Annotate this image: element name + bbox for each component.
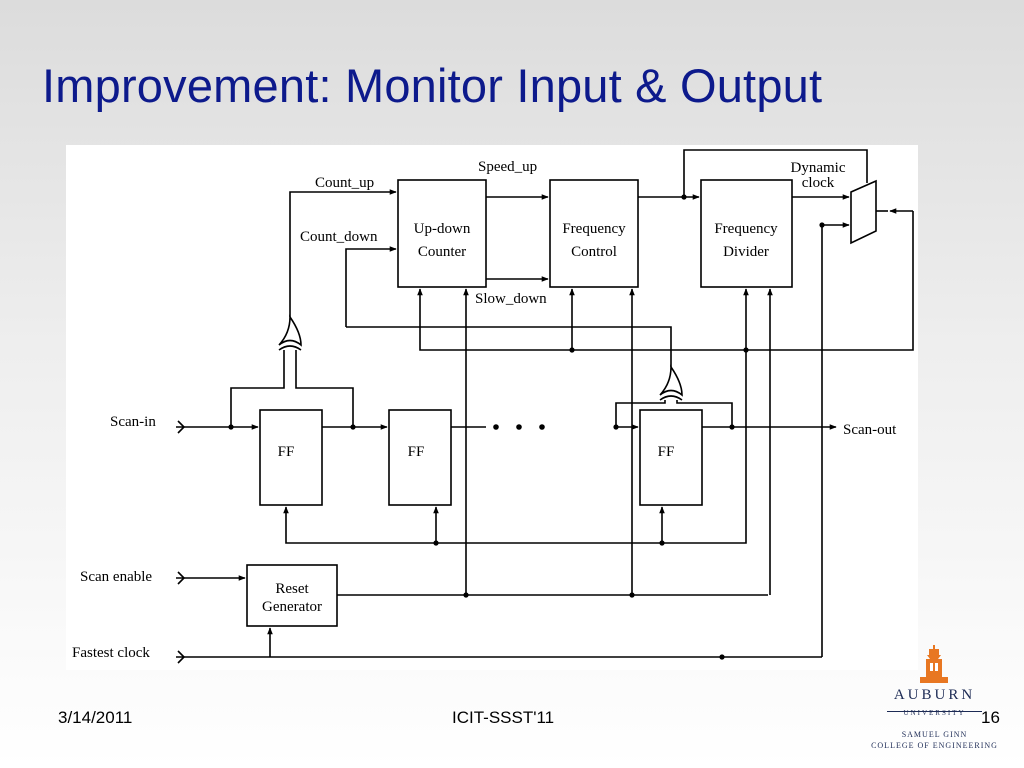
mux [850,179,877,245]
auburn-logo: AUBURN UNIVERSITY SAMUEL GINN COLLEGE OF… [862,645,1007,760]
fastest-clock-label: Fastest clock [72,645,150,661]
scan-in-label: Scan-in [110,414,156,430]
scan-enable-label: Scan enable [80,569,152,585]
reset-generator-label: Reset [275,581,309,597]
frequency-control-label: Frequency [562,221,626,237]
dynamic-clock-label: clock [802,175,835,191]
logo-university: UNIVERSITY [903,709,966,717]
ff-label: FF [278,444,295,460]
circuit-diagram: Up-down Counter Frequency Control Freque… [66,145,918,670]
scan-out-label: Scan-out [843,422,897,438]
tower-icon [920,645,948,683]
updown-counter-label: Up-down [414,221,471,237]
logo-rule [887,711,982,712]
frequency-divider-block [700,179,793,288]
slide-date: 3/14/2011 [58,708,133,727]
updown-counter-block [397,179,487,288]
count-up-label: Count_up [315,175,374,191]
xor-gate-2 [659,364,683,397]
ff-block-1 [259,409,323,506]
xor-gate-1 [278,314,302,347]
dynamic-clock-label: Dynamic [791,160,846,176]
updown-counter-label: Counter [418,244,466,260]
speed-up-label: Speed_up [478,159,537,175]
page-number: 16 [981,708,1000,727]
frequency-control-label: Control [571,244,617,260]
logo-name: AUBURN [893,687,976,703]
slide-title: Improvement: Monitor Input & Output [42,59,823,112]
logo-college-line2: COLLEGE OF ENGINEERING [871,741,998,750]
ff-label: FF [408,444,425,460]
ff-block-2 [388,409,452,506]
slide-footer: ICIT-SSST'11 [452,708,555,727]
count-down-label: Count_down [300,229,378,245]
circuit-svg: Up-down Counter Frequency Control Freque… [72,149,914,664]
frequency-control-block [549,179,639,288]
frequency-divider-label: Divider [723,244,769,260]
slow-down-label: Slow_down [475,291,547,307]
ff-block-3 [639,409,703,506]
frequency-divider-label: Frequency [714,221,778,237]
reset-generator-label: Generator [262,599,322,615]
ff-label: FF [658,444,675,460]
logo-college-line1: SAMUEL GINN [901,730,968,739]
